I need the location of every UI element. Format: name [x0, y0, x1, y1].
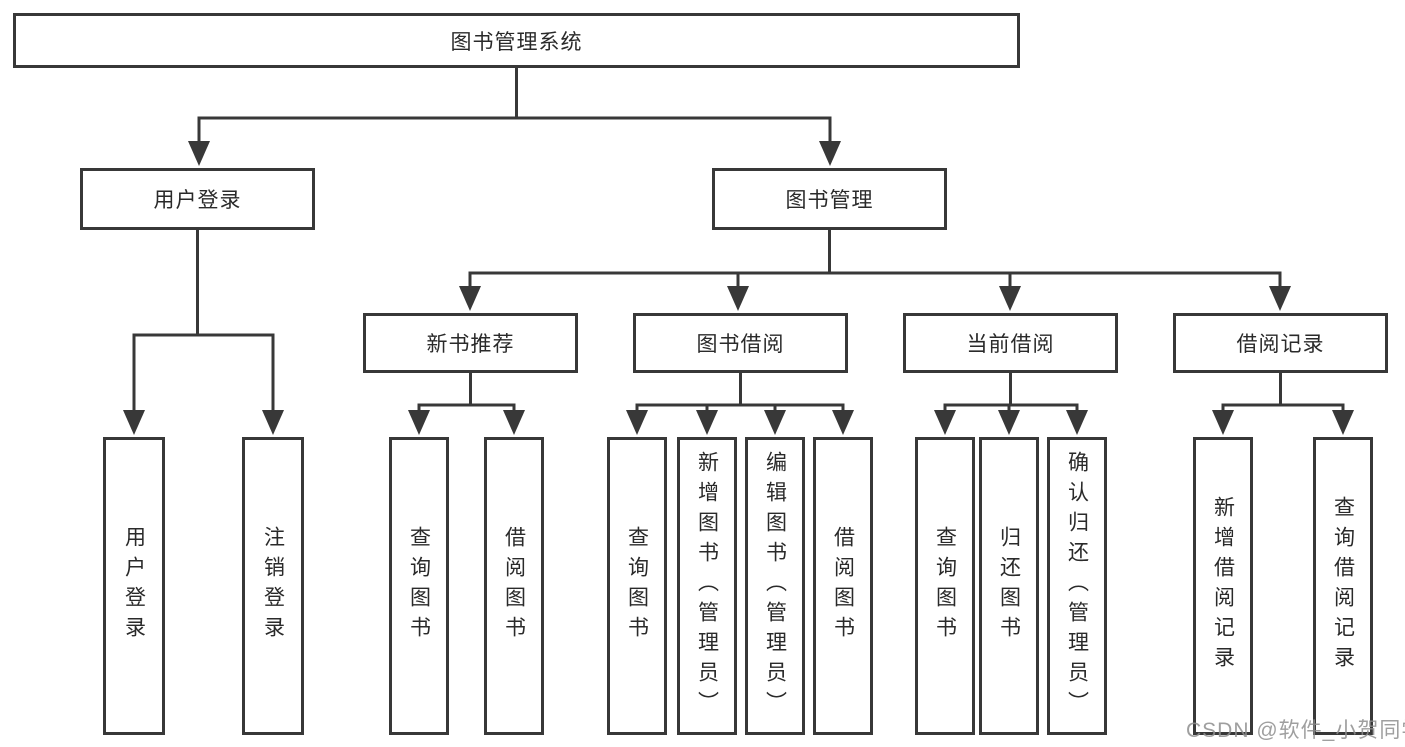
leaf-current-return-books-label: 归还图书 — [997, 526, 1021, 646]
node-root: 图书管理系统 — [13, 13, 1020, 68]
leaf-records-query-record-label: 查询借阅记录 — [1331, 496, 1355, 676]
leaf-records-add-record-label: 新增借阅记录 — [1211, 496, 1235, 676]
leaf-current-confirm-return-admin-label: 确认归还（管理员） — [1065, 451, 1089, 721]
leaf-borrow-edit-book-admin-label: 编辑图书（管理员） — [763, 451, 787, 721]
node-borrow-records: 借阅记录 — [1173, 313, 1388, 373]
leaf-user-login: 用户登录 — [103, 437, 165, 735]
leaf-current-return-books: 归还图书 — [979, 437, 1039, 735]
node-borrow-records-label: 借阅记录 — [1236, 333, 1325, 356]
node-user-login-label: 用户登录 — [153, 189, 242, 212]
node-root-label: 图书管理系统 — [450, 30, 583, 54]
leaf-recommend-borrow-books-label: 借阅图书 — [502, 526, 526, 646]
leaf-logout-label: 注销登录 — [261, 526, 285, 646]
leaf-current-confirm-return-admin: 确认归还（管理员） — [1047, 437, 1107, 735]
node-book-management: 图书管理 — [712, 168, 947, 230]
node-user-login: 用户登录 — [80, 168, 315, 230]
node-current-borrow: 当前借阅 — [903, 313, 1118, 373]
leaf-logout: 注销登录 — [242, 437, 304, 735]
leaf-borrow-add-book-admin: 新增图书（管理员） — [677, 437, 737, 735]
leaf-borrow-borrow-books: 借阅图书 — [813, 437, 873, 735]
node-new-book-recommend-label: 新书推荐 — [426, 333, 515, 356]
leaf-borrow-query-books-label: 查询图书 — [625, 526, 649, 646]
leaf-recommend-query-books: 查询图书 — [389, 437, 449, 735]
node-current-borrow-label: 当前借阅 — [966, 333, 1055, 356]
leaf-recommend-borrow-books: 借阅图书 — [484, 437, 544, 735]
leaf-borrow-edit-book-admin: 编辑图书（管理员） — [745, 437, 805, 735]
leaf-records-add-record: 新增借阅记录 — [1193, 437, 1253, 735]
leaf-user-login-label: 用户登录 — [122, 526, 146, 646]
leaf-current-query-books: 查询图书 — [915, 437, 975, 735]
leaf-borrow-add-book-admin-label: 新增图书（管理员） — [695, 451, 719, 721]
node-book-borrow: 图书借阅 — [633, 313, 848, 373]
node-new-book-recommend: 新书推荐 — [363, 313, 578, 373]
node-book-management-label: 图书管理 — [785, 189, 874, 212]
leaf-borrow-query-books: 查询图书 — [607, 437, 667, 735]
leaf-recommend-query-books-label: 查询图书 — [407, 526, 431, 646]
node-book-borrow-label: 图书借阅 — [696, 333, 785, 356]
leaf-borrow-borrow-books-label: 借阅图书 — [831, 526, 855, 646]
watermark: CSDN @软件_小贺同学 — [1186, 719, 1405, 742]
leaf-records-query-record: 查询借阅记录 — [1313, 437, 1373, 735]
leaf-current-query-books-label: 查询图书 — [933, 526, 957, 646]
